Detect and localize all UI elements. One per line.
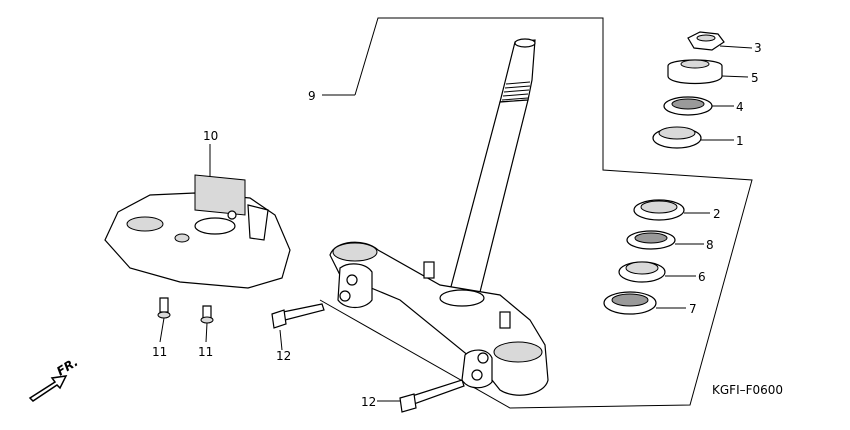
direction-label: FR. [54,355,80,379]
steering-stem-part [329,38,549,396]
callout-2: 2 [713,207,721,221]
race-6 [618,261,666,283]
callout-5: 5 [751,71,759,85]
screw-11-right [200,305,214,324]
callout-11-left: 11 [152,345,167,359]
callout-7: 7 [689,302,697,316]
diagram-code: KGFI–F0600 [712,383,783,397]
bearing-4 [663,96,713,116]
callout-12-upper: 12 [276,349,291,363]
cover-part [104,174,291,289]
callout-4: 4 [736,100,744,114]
callout-9: 9 [308,89,316,103]
callout-1: 1 [736,134,744,148]
front-direction-arrow: FR. [28,355,80,402]
callout-11-right: 11 [198,345,213,359]
assembly-boundary [319,17,753,409]
callout-12-lower: 12 [361,395,376,409]
leader-lines [159,45,753,402]
nut-3 [687,31,725,51]
callout-6: 6 [698,270,706,284]
screw-11-left [157,297,171,319]
race-1 [652,126,702,149]
seal-7 [603,291,657,315]
callout-3: 3 [754,41,762,55]
callout-10: 10 [203,129,218,143]
nut-5 [667,59,723,85]
bearing-8 [626,230,676,250]
callout-8: 8 [706,238,714,252]
race-2 [633,199,685,221]
bolt-12-upper [271,303,325,329]
bolt-12-lower [399,379,465,413]
